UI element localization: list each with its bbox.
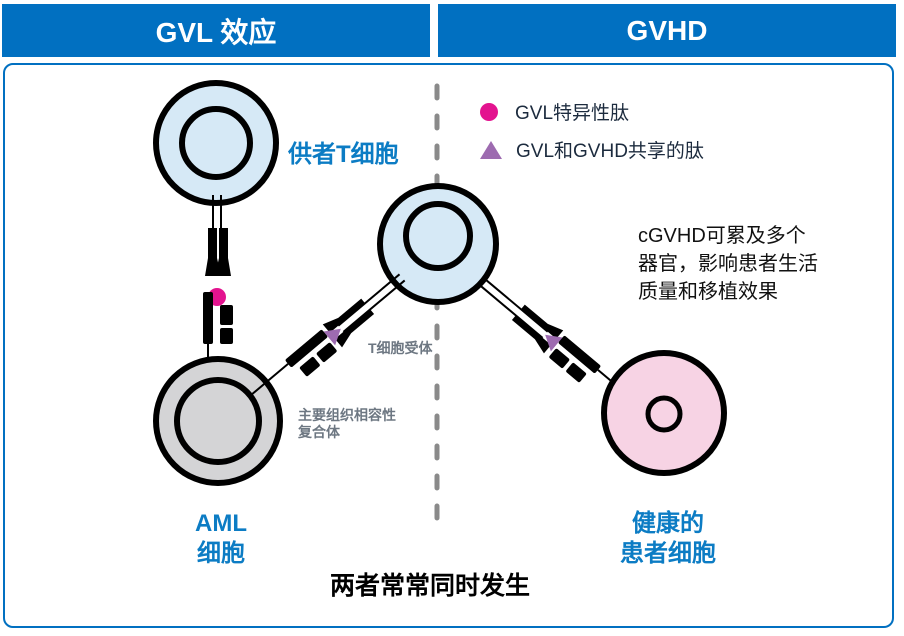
cgvhd-description: cGVHD可累及多个 器官，影响患者生活 质量和移植效果 (638, 222, 818, 306)
donor-t-cell-label: 供者T细胞 (288, 141, 399, 168)
mhc-label-line: 复合体 (298, 424, 340, 440)
legend-label: GVL特异性肽 (515, 103, 630, 124)
aml-label-line: 细胞 (197, 540, 245, 567)
mhc-domain (220, 305, 233, 325)
gvl-effect-header: GVL 效应 (2, 4, 430, 57)
aml-cell-label: AML 细胞 (186, 509, 256, 569)
mhc-b2m (220, 328, 233, 344)
purple-triangle-icon (480, 140, 502, 159)
tcr-beta-chain (215, 228, 231, 276)
t-cell-receptor-label: T细胞受体 (368, 340, 433, 356)
donor-t-cell (153, 80, 279, 206)
healthy-patient-cell (601, 350, 727, 476)
magenta-circle-icon (480, 102, 498, 121)
healthy-label-line: 健康的 (632, 510, 704, 537)
shared-peptide-icon (545, 334, 563, 352)
description-line: 器官，影响患者生活 (638, 253, 818, 275)
description-line: cGVHD可累及多个 (638, 225, 806, 247)
legend-shared: GVL和GVHD共享的肽 (480, 136, 704, 163)
gvhd-header: GVHD (438, 4, 896, 57)
shared-peptide-icon (323, 328, 341, 346)
gvhd-title: GVHD (626, 14, 708, 46)
central-t-cell (377, 183, 499, 305)
healthy-label-line: 患者细胞 (620, 540, 716, 567)
healthy-cell-label: 健康的 患者细胞 (606, 509, 730, 569)
vertical-tcr-mhc-complex (203, 195, 233, 385)
aml-cell (153, 356, 283, 486)
right-tcr-mhc-complex (480, 279, 635, 401)
gvl-effect-title: GVL 效应 (155, 16, 277, 48)
tcr-alpha-chain (205, 228, 221, 276)
legend-gvl-specific: GVL特异性肽 (480, 98, 629, 125)
aml-label-line: AML (195, 510, 247, 537)
left-tcr-mhc-complex (251, 273, 406, 395)
mhc-label-line: 主要组织相容性 (298, 407, 396, 423)
footer-caption: 两者常常同时发生 (330, 572, 531, 600)
description-line: 质量和移植效果 (638, 281, 778, 303)
mhc-label: 主要组织相容性 复合体 (298, 407, 396, 441)
mhc-alpha (203, 292, 213, 344)
legend-label: GVL和GVHD共享的肽 (516, 141, 704, 162)
diagram-frame (3, 63, 894, 628)
